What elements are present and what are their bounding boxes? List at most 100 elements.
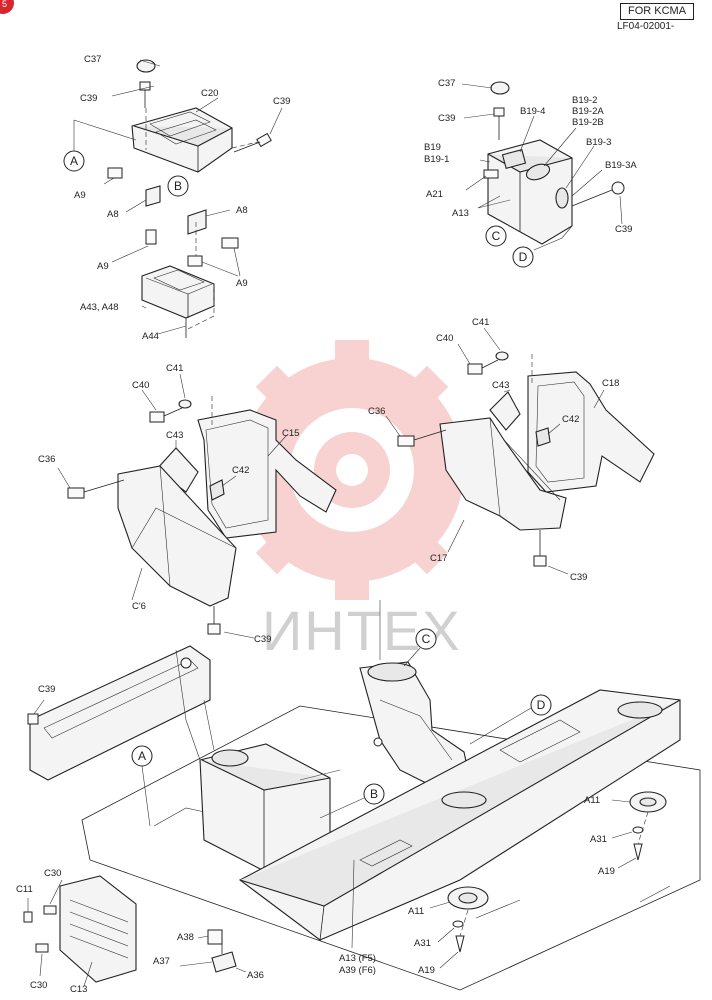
callout-b-bottom — [363, 783, 385, 805]
label-a11-b: A11 — [408, 906, 424, 917]
callout-d-top-letter: D — [519, 250, 528, 264]
part-a36 — [211, 951, 237, 973]
label-a39-f6: A39 (F6) — [339, 965, 376, 976]
callout-d-top — [512, 246, 534, 268]
label-a9-a: A9 — [74, 190, 86, 201]
label-a13-top: A13 — [452, 208, 469, 219]
callout-b-bottom-letter: B — [370, 787, 378, 801]
label-c15: C15 — [282, 428, 299, 439]
washer-a31-a — [632, 826, 644, 834]
bolt-a9-a — [107, 167, 123, 179]
label-c16: C'6 — [132, 601, 146, 612]
cover-c16 — [117, 465, 237, 607]
callout-c-top — [485, 225, 507, 247]
switch-b19-3 — [555, 187, 569, 209]
callout-d-bottom — [530, 694, 552, 716]
label-c18: C18 — [602, 378, 619, 389]
label-c43-b: C43 — [492, 380, 509, 391]
label-a38: A38 — [177, 932, 194, 943]
label-c39-e: C39 — [254, 634, 271, 645]
callout-b-top-letter: B — [174, 179, 182, 193]
label-a31-b: A31 — [414, 938, 431, 949]
bolt-c39-b — [256, 132, 272, 148]
label-b19-4: B19-4 — [520, 106, 545, 117]
label-a19-a: A19 — [598, 866, 615, 877]
label-c39-b: C39 — [273, 96, 290, 107]
middle-right-assembly — [385, 327, 655, 575]
screw-a19-b — [455, 935, 465, 953]
bolt-c39-c — [493, 107, 505, 117]
callout-a-top-letter: A — [70, 154, 78, 168]
label-c17: C17 — [430, 553, 447, 564]
washer-c41-a — [178, 399, 192, 409]
bolt-c40-b — [467, 363, 483, 375]
bolt-a9-b — [145, 229, 157, 245]
part-labels: C37 C39 C20 C39 A9 A8 A8 A9 A9 A43, A48 … — [16, 54, 637, 995]
middle-left-assembly — [57, 373, 337, 639]
bolt-c40-a — [149, 411, 165, 423]
bracket-c43-b — [489, 391, 521, 431]
model-box: FOR KCMA — [620, 3, 694, 20]
bolt-c30-a — [43, 905, 57, 915]
bolt-c39-f — [533, 555, 547, 567]
label-a43-a48: A43, A48 — [80, 302, 119, 313]
label-c43-a: C43 — [166, 430, 183, 441]
label-c20: C20 — [201, 88, 218, 99]
callout-c-bottom — [415, 628, 437, 650]
bolt-c39-e — [207, 623, 221, 635]
bolt-c30-b — [35, 943, 49, 953]
label-c30-a: C30 — [44, 868, 61, 879]
side-panel-left — [29, 645, 211, 781]
label-c37-b: C37 — [438, 78, 455, 89]
panel-c15 — [197, 409, 337, 539]
upper-left-assembly: A B — [63, 59, 283, 338]
switch-b19-2 — [525, 163, 551, 181]
bolt-a9-c-upper — [221, 237, 239, 249]
label-c39-d: C39 — [615, 224, 632, 235]
label-c41-b: C41 — [472, 317, 489, 328]
label-a8-b: A8 — [236, 205, 248, 216]
callout-d-bottom-letter: D — [537, 698, 546, 712]
callout-c-bottom-letter: C — [422, 632, 431, 646]
bolt-c36-a — [67, 487, 85, 499]
label-b19-2a: B19-2A — [572, 106, 604, 117]
callout-c-top-letter: C — [492, 229, 501, 243]
label-c13: C13 — [70, 984, 87, 995]
label-a44: A44 — [142, 331, 159, 342]
label-c37-a: C37 — [84, 54, 101, 65]
label-b19-2: B19-2 — [572, 95, 597, 106]
label-b19-1: B19-1 — [424, 154, 449, 165]
label-a8-a: A8 — [107, 209, 119, 220]
washer-a31-b — [452, 920, 464, 928]
label-c39-g: C39 — [38, 684, 55, 695]
label-c42-a: C42 — [232, 465, 249, 476]
label-a9-b: A9 — [97, 261, 109, 272]
label-c40-b: C40 — [436, 333, 453, 344]
label-b19-3: B19-3 — [586, 137, 611, 148]
label-c39-a: C39 — [80, 93, 97, 104]
label-c11: C11 — [16, 884, 33, 895]
label-a19-b: A19 — [418, 965, 435, 976]
label-a36: A36 — [247, 970, 264, 981]
callout-b-top — [167, 175, 189, 197]
label-c42-b: C42 — [562, 414, 579, 425]
label-b19-2b: B19-2B — [572, 117, 604, 128]
cap-c37-b — [490, 81, 510, 95]
upper-right-assembly: C D — [461, 81, 625, 268]
label-c41-a: C41 — [166, 363, 183, 374]
bolt-c36-b — [397, 435, 415, 447]
bolt-c39-d — [611, 181, 625, 195]
drawing-code: LF04-02001- — [617, 21, 675, 32]
label-c30-b: C30 — [30, 980, 47, 991]
label-a37: A37 — [153, 956, 170, 967]
part-a38 — [207, 929, 223, 945]
label-a13-f5: A13 (F5) — [339, 953, 376, 964]
label-c36-b: C36 — [368, 406, 385, 417]
clip-c11 — [23, 911, 33, 923]
bolt-a9-c-lower — [187, 255, 203, 267]
switch-b19-4 — [501, 148, 527, 170]
label-c40-a: C40 — [132, 380, 149, 391]
grille-c13 — [59, 875, 137, 983]
label-c36-a: C36 — [38, 454, 55, 465]
callout-a-bottom-letter: A — [138, 749, 146, 763]
